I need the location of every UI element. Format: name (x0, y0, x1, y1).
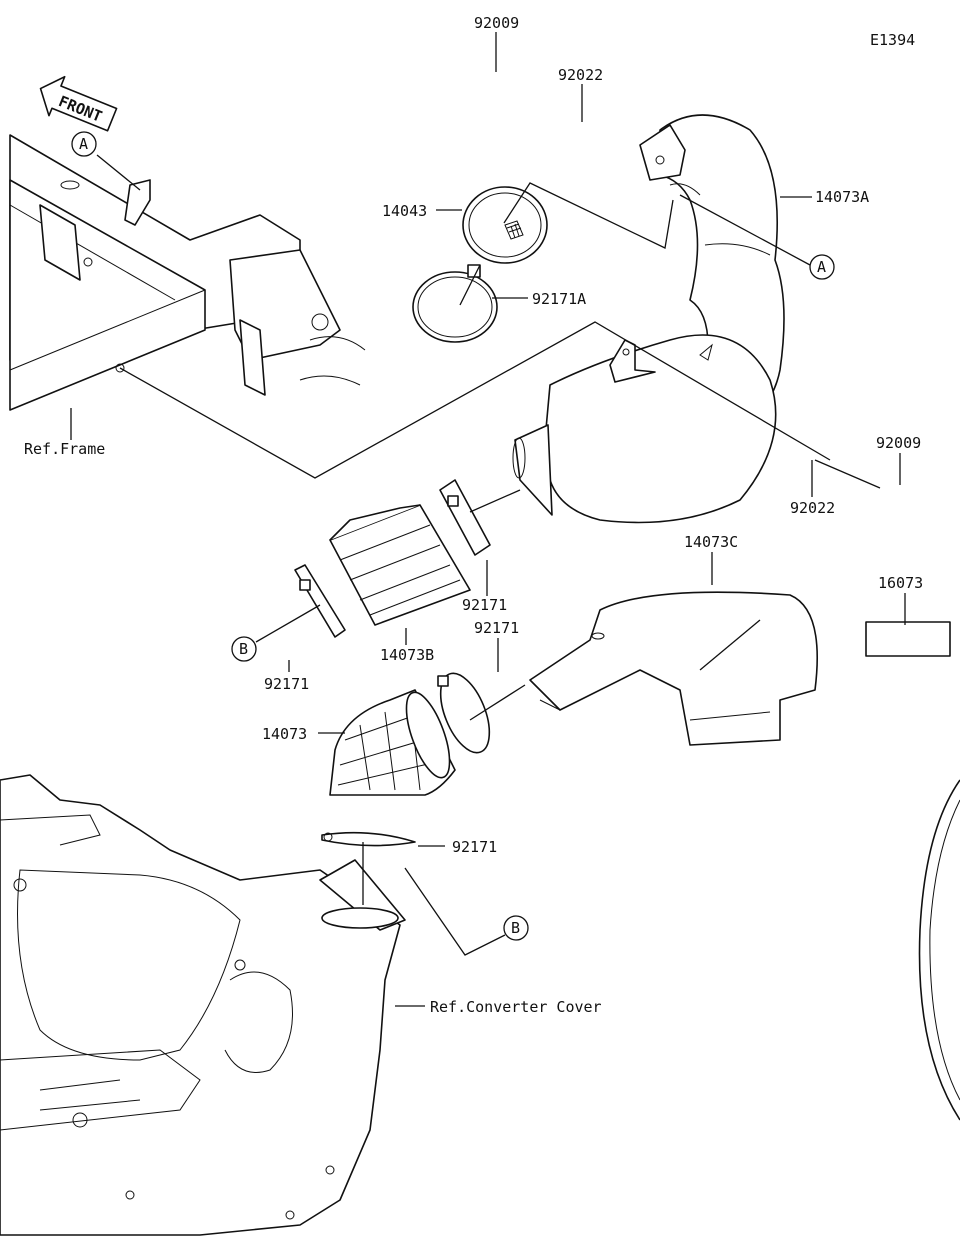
boot-14073B (329, 504, 471, 626)
callout-16073: 16073 (878, 574, 923, 592)
screen-14043 (462, 186, 548, 264)
marker-a1: A (71, 131, 97, 157)
callout-92171-a: 92171 (462, 596, 507, 614)
callout-14043: 14043 (382, 202, 427, 220)
marker-a2: A (809, 254, 835, 280)
diagram-code: E1394 (870, 31, 915, 49)
callout-14073C: 14073C (684, 533, 738, 551)
converter-cover-edge-inner (929, 799, 960, 1101)
marker-a1-label: A (79, 135, 88, 153)
callout-92022-top: 92022 (558, 66, 603, 84)
ref-converter-cover-label: Ref.Converter Cover (430, 998, 602, 1016)
converter-cover-edge (918, 779, 960, 1121)
callout-14073: 14073 (262, 725, 307, 743)
callout-92009-right: 92009 (876, 434, 921, 452)
callout-92171-b: 92171 (474, 619, 519, 637)
label-16073 (865, 621, 951, 657)
callout-92171-c: 92171 (264, 675, 309, 693)
ref-frame-label: Ref.Frame (24, 440, 105, 458)
elbow-14073 (329, 689, 456, 796)
clamp-92171-upper (439, 479, 491, 556)
callout-14073A: 14073A (815, 188, 869, 206)
clamp-92171-mid (437, 672, 491, 754)
leader-lines (70, 32, 906, 1007)
callout-92022-right: 92022 (790, 499, 835, 517)
marker-b1: B (231, 636, 257, 662)
engine-case-drawing (0, 774, 406, 1236)
clamp-92171A (412, 264, 498, 343)
marker-b2-label: B (511, 919, 520, 937)
frame-drawing (9, 134, 366, 411)
callout-14073B: 14073B (380, 646, 434, 664)
front-arrow-icon: FRONT (39, 75, 118, 132)
callout-92171A: 92171A (532, 290, 586, 308)
marker-b2: B (503, 915, 529, 941)
clamp-92171-lower (321, 831, 416, 847)
callout-92009-top: 92009 (474, 14, 519, 32)
clamp-92171-left (294, 564, 346, 638)
duct-14073C (529, 591, 818, 746)
callout-92171-d: 92171 (452, 838, 497, 856)
air-duct-14073A (512, 114, 785, 524)
marker-b1-label: B (239, 640, 248, 658)
marker-a2-label: A (817, 258, 826, 276)
